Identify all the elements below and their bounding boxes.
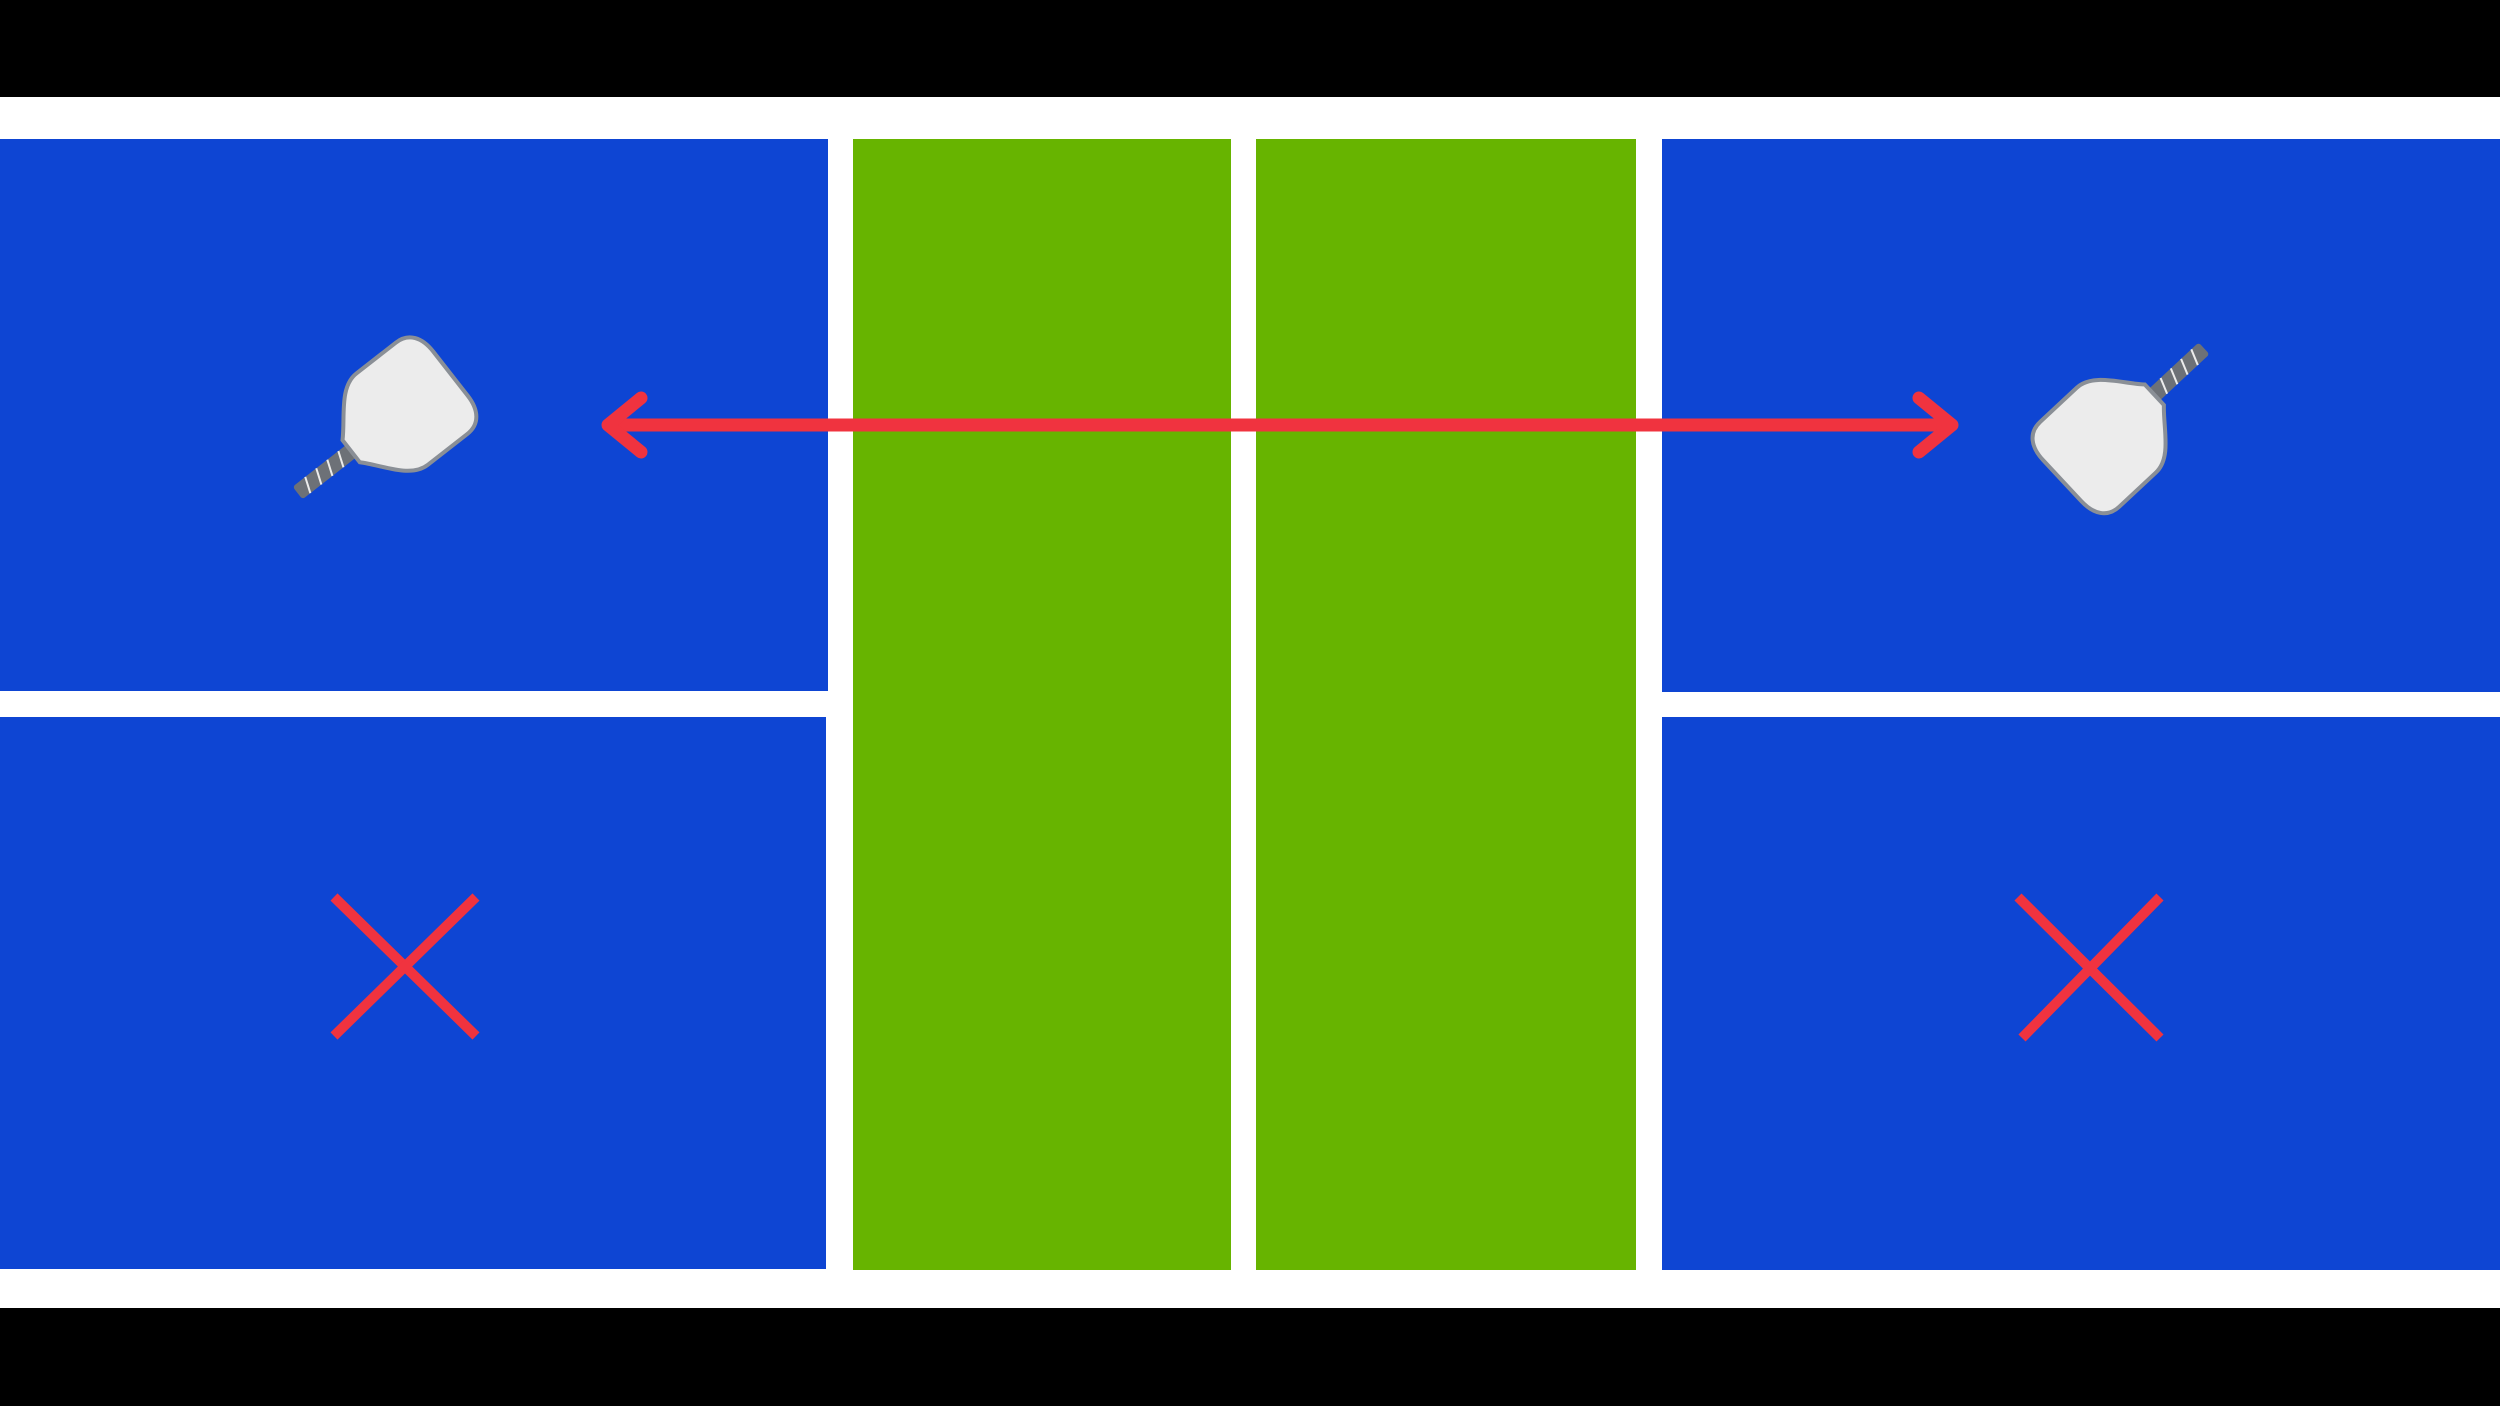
arrow-left-head (601, 391, 648, 459)
x-mark-icon (330, 893, 480, 1040)
arrow-right-head (1912, 391, 1959, 459)
left-kitchen-zone (853, 139, 1231, 1270)
paddle-icon (293, 335, 479, 499)
right-bottom-service-box (1662, 717, 2500, 1270)
x-mark-icon (2014, 893, 2164, 1042)
paddle-icon (2030, 343, 2209, 516)
right-kitchen-zone (1256, 139, 1636, 1270)
bottom-letterbox-bar (0, 1308, 2500, 1406)
top-letterbox-bar (0, 0, 2500, 97)
double-headed-arrow (601, 391, 1959, 459)
left-bottom-service-box (0, 717, 826, 1269)
